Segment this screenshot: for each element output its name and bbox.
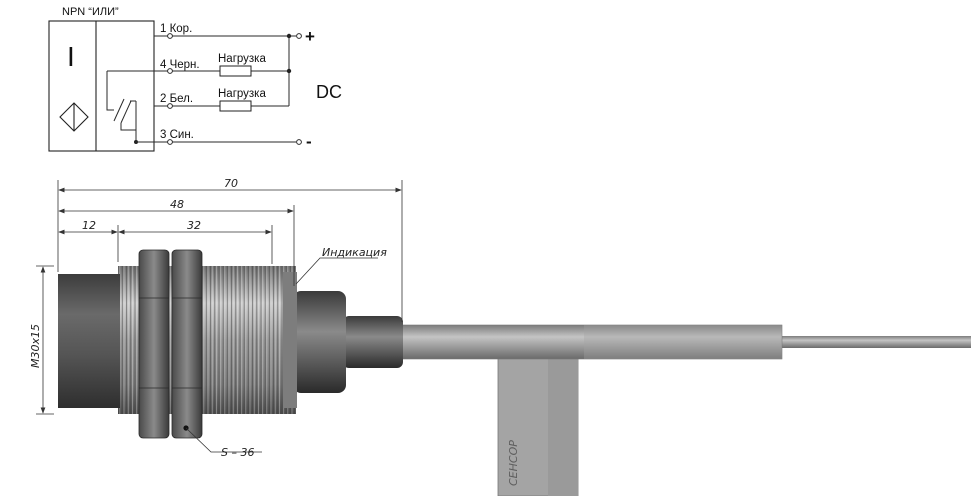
load-resistor xyxy=(219,100,252,112)
cable xyxy=(397,324,783,360)
dim-wrench-size: S – 36 xyxy=(221,446,254,459)
cable-wire xyxy=(782,336,971,348)
schematic-title: NPN “ИЛИ” xyxy=(62,6,119,18)
dim-cap-length: 12 xyxy=(82,219,96,232)
dim-overall-length: 70 xyxy=(224,177,238,190)
sensing-face xyxy=(58,274,120,408)
rear-cap xyxy=(293,291,346,393)
proximity-sensor-icon xyxy=(59,102,89,132)
bracket-marking: СЕНСОР xyxy=(507,440,520,486)
nut xyxy=(138,249,170,439)
wire-label-3: 3 Син. xyxy=(160,129,194,141)
block-symbol: I xyxy=(67,41,75,72)
nut xyxy=(171,249,203,439)
cable-gland xyxy=(343,316,403,368)
dimension-lines xyxy=(36,180,403,453)
wire-label-4: 4 Черн. xyxy=(160,59,200,71)
dim-thread-diameter: M30x15 xyxy=(29,324,42,368)
wiring-schematic: NPN “ИЛИ” I xyxy=(48,6,342,152)
wire-label-1: 1 Кор. xyxy=(160,23,192,35)
indicator-ring xyxy=(283,272,297,408)
dim-thread-length: 32 xyxy=(187,219,201,232)
sensor-drawing: СЕНСОР xyxy=(29,177,971,496)
load-label: Нагрузка xyxy=(218,88,266,100)
plus-terminal: + xyxy=(305,27,315,46)
load-resistor xyxy=(219,65,252,77)
load-label: Нагрузка xyxy=(218,53,266,65)
indication-label: Индикация xyxy=(322,246,387,259)
minus-terminal: - xyxy=(306,132,312,151)
wire-label-2: 2 Бел. xyxy=(160,93,193,105)
supply-label: DC xyxy=(316,82,342,102)
sensor-block xyxy=(48,20,155,152)
dim-body-length: 48 xyxy=(170,198,184,211)
switch-icon xyxy=(106,71,137,142)
